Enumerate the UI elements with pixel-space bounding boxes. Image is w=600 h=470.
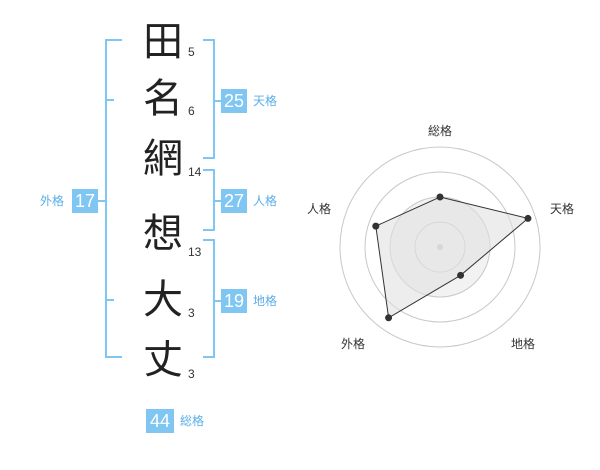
stroke-count-4: 13 — [188, 245, 202, 259]
radar-point-3 — [457, 271, 465, 279]
stroke-count-3: 14 — [188, 165, 202, 179]
stroke-count-2: 6 — [188, 104, 195, 118]
name-char-1: 田 — [143, 19, 183, 65]
stroke-count-5: 3 — [188, 306, 195, 320]
radar-series-polygon — [375, 196, 530, 319]
radar-point-4 — [385, 314, 393, 322]
gaikaku-value: 17 — [72, 189, 98, 213]
tenkaku-value: 25 — [221, 89, 247, 113]
radar-ring-3 — [364, 171, 516, 323]
name-char-2: 名 — [143, 76, 183, 122]
jinkaku-value: 27 — [221, 189, 247, 213]
chikaku-label: 地格 — [253, 294, 278, 308]
tenkaku-label: 天格 — [253, 94, 278, 108]
stroke-count-6: 3 — [188, 367, 195, 381]
chikaku-value: 19 — [221, 289, 247, 313]
tenkaku-bracket — [203, 39, 215, 159]
radar-axis-label-jinkaku: 人格 — [307, 202, 332, 216]
radar-axis-label-soukaku: 総格 — [428, 124, 453, 138]
radar-point-2 — [524, 214, 532, 222]
name-char-4: 想 — [143, 211, 183, 257]
gaikaku-bracket — [105, 39, 122, 358]
radar-axis-label-chikaku: 地格 — [511, 337, 536, 351]
jinkaku-label: 人格 — [253, 194, 278, 208]
stroke-count-1: 5 — [188, 45, 195, 59]
gaikaku-label: 外格 — [40, 194, 65, 208]
name-char-6: 丈 — [143, 337, 183, 383]
name-char-3: 網 — [143, 136, 183, 182]
name-char-5: 大 — [143, 277, 183, 323]
soukaku-label: 総格 — [180, 414, 205, 428]
gaikaku-bracket-ticks — [106, 99, 114, 301]
chikaku-bracket — [203, 239, 215, 358]
radar-point-1 — [436, 193, 444, 201]
radar-ring-4 — [339, 146, 541, 348]
radar-axis-label-gaikaku: 外格 — [341, 337, 366, 351]
radar-point-5 — [372, 222, 380, 230]
soukaku-value: 44 — [146, 409, 174, 433]
radar-axis-label-tenkaku: 天格 — [550, 202, 575, 216]
